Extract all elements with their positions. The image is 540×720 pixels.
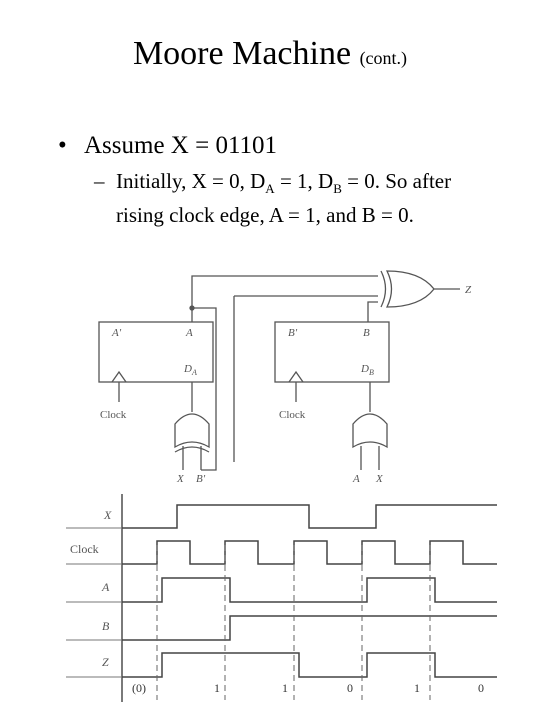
slide-title: Moore Machine (cont.) [0, 34, 540, 78]
signal-label-a: A [101, 580, 110, 594]
sub-line-1-mid: = 1, D [274, 169, 334, 193]
signal-label-clock: Clock [70, 542, 99, 556]
sub-line-1: Initially, X = 0, DA = 1, DB = 0. So aft… [94, 168, 524, 202]
sub-line-1-suffix: = 0. So after [341, 169, 452, 193]
time-label: 0 [347, 681, 353, 695]
ffa-d-label: DA [183, 363, 197, 377]
waveform-clock [122, 540, 497, 565]
signal-label-b: B [102, 619, 110, 633]
waveform-z [122, 652, 497, 678]
output-z-label: Z [465, 284, 472, 296]
wire-b-to-xor [367, 301, 378, 322]
ffa-qbar-label: A′ [111, 327, 122, 339]
waveform-a [122, 577, 497, 603]
gate-a-input-label-x: X [176, 473, 185, 485]
time-label: 0 [478, 681, 484, 695]
ffb-q-label: B [363, 327, 370, 339]
sub-line-1-prefix: Initially, X = 0, D [116, 169, 266, 193]
ffa-q-label: A [185, 327, 193, 339]
time-labels: (0) 1 1 0 1 0 [132, 681, 484, 695]
signal-label-x: X [103, 508, 112, 522]
bullet-mark: • [58, 132, 67, 159]
xor-gate-a-extra-curve [174, 446, 210, 453]
xor-z-gate [385, 270, 435, 308]
time-label: (0) [132, 681, 146, 695]
sub-db-subscript: B [333, 181, 342, 197]
or-gate-b [352, 413, 388, 449]
waveform-b [122, 615, 497, 641]
time-label: 1 [414, 681, 420, 695]
title-main: Moore Machine [132, 35, 352, 72]
gate-b-input-label-x: X [375, 473, 384, 485]
waveforms [66, 504, 497, 700]
ffb-clock-label: Clock [279, 409, 306, 421]
time-label: 1 [282, 681, 288, 695]
bullet-text: Assume X = 01101 [84, 132, 278, 159]
xor-z-back-curve [380, 270, 387, 308]
wire-loop-a [192, 307, 217, 471]
sub-point: – Initially, X = 0, DA = 1, DB = 0. So a… [94, 168, 524, 228]
signal-label-z: Z [102, 655, 109, 669]
ffa-clock-label: Clock [100, 409, 127, 421]
title-suffix: (cont.) [359, 48, 408, 68]
sub-da-subscript: A [265, 181, 275, 197]
flipflop-a [98, 321, 214, 383]
gate-b-input-label-a: A [352, 473, 360, 485]
xor-gate-a [174, 413, 210, 449]
waveform-x [122, 504, 497, 529]
ffb-qbar-label: B′ [288, 327, 298, 339]
gate-a-input-label-bbar: B′ [196, 473, 206, 485]
junction-dot [189, 305, 195, 311]
time-label: 1 [214, 681, 220, 695]
ffb-d-label: DB [360, 363, 374, 377]
flipflop-b [274, 321, 390, 383]
sub-line-2: rising clock edge, A = 1, and B = 0. [116, 203, 414, 228]
ffa-clock-triangle [111, 370, 127, 383]
sub-dash: – [94, 169, 105, 193]
bullet-point: • Assume X = 01101 [58, 130, 277, 162]
ffb-clock-triangle [288, 370, 304, 383]
